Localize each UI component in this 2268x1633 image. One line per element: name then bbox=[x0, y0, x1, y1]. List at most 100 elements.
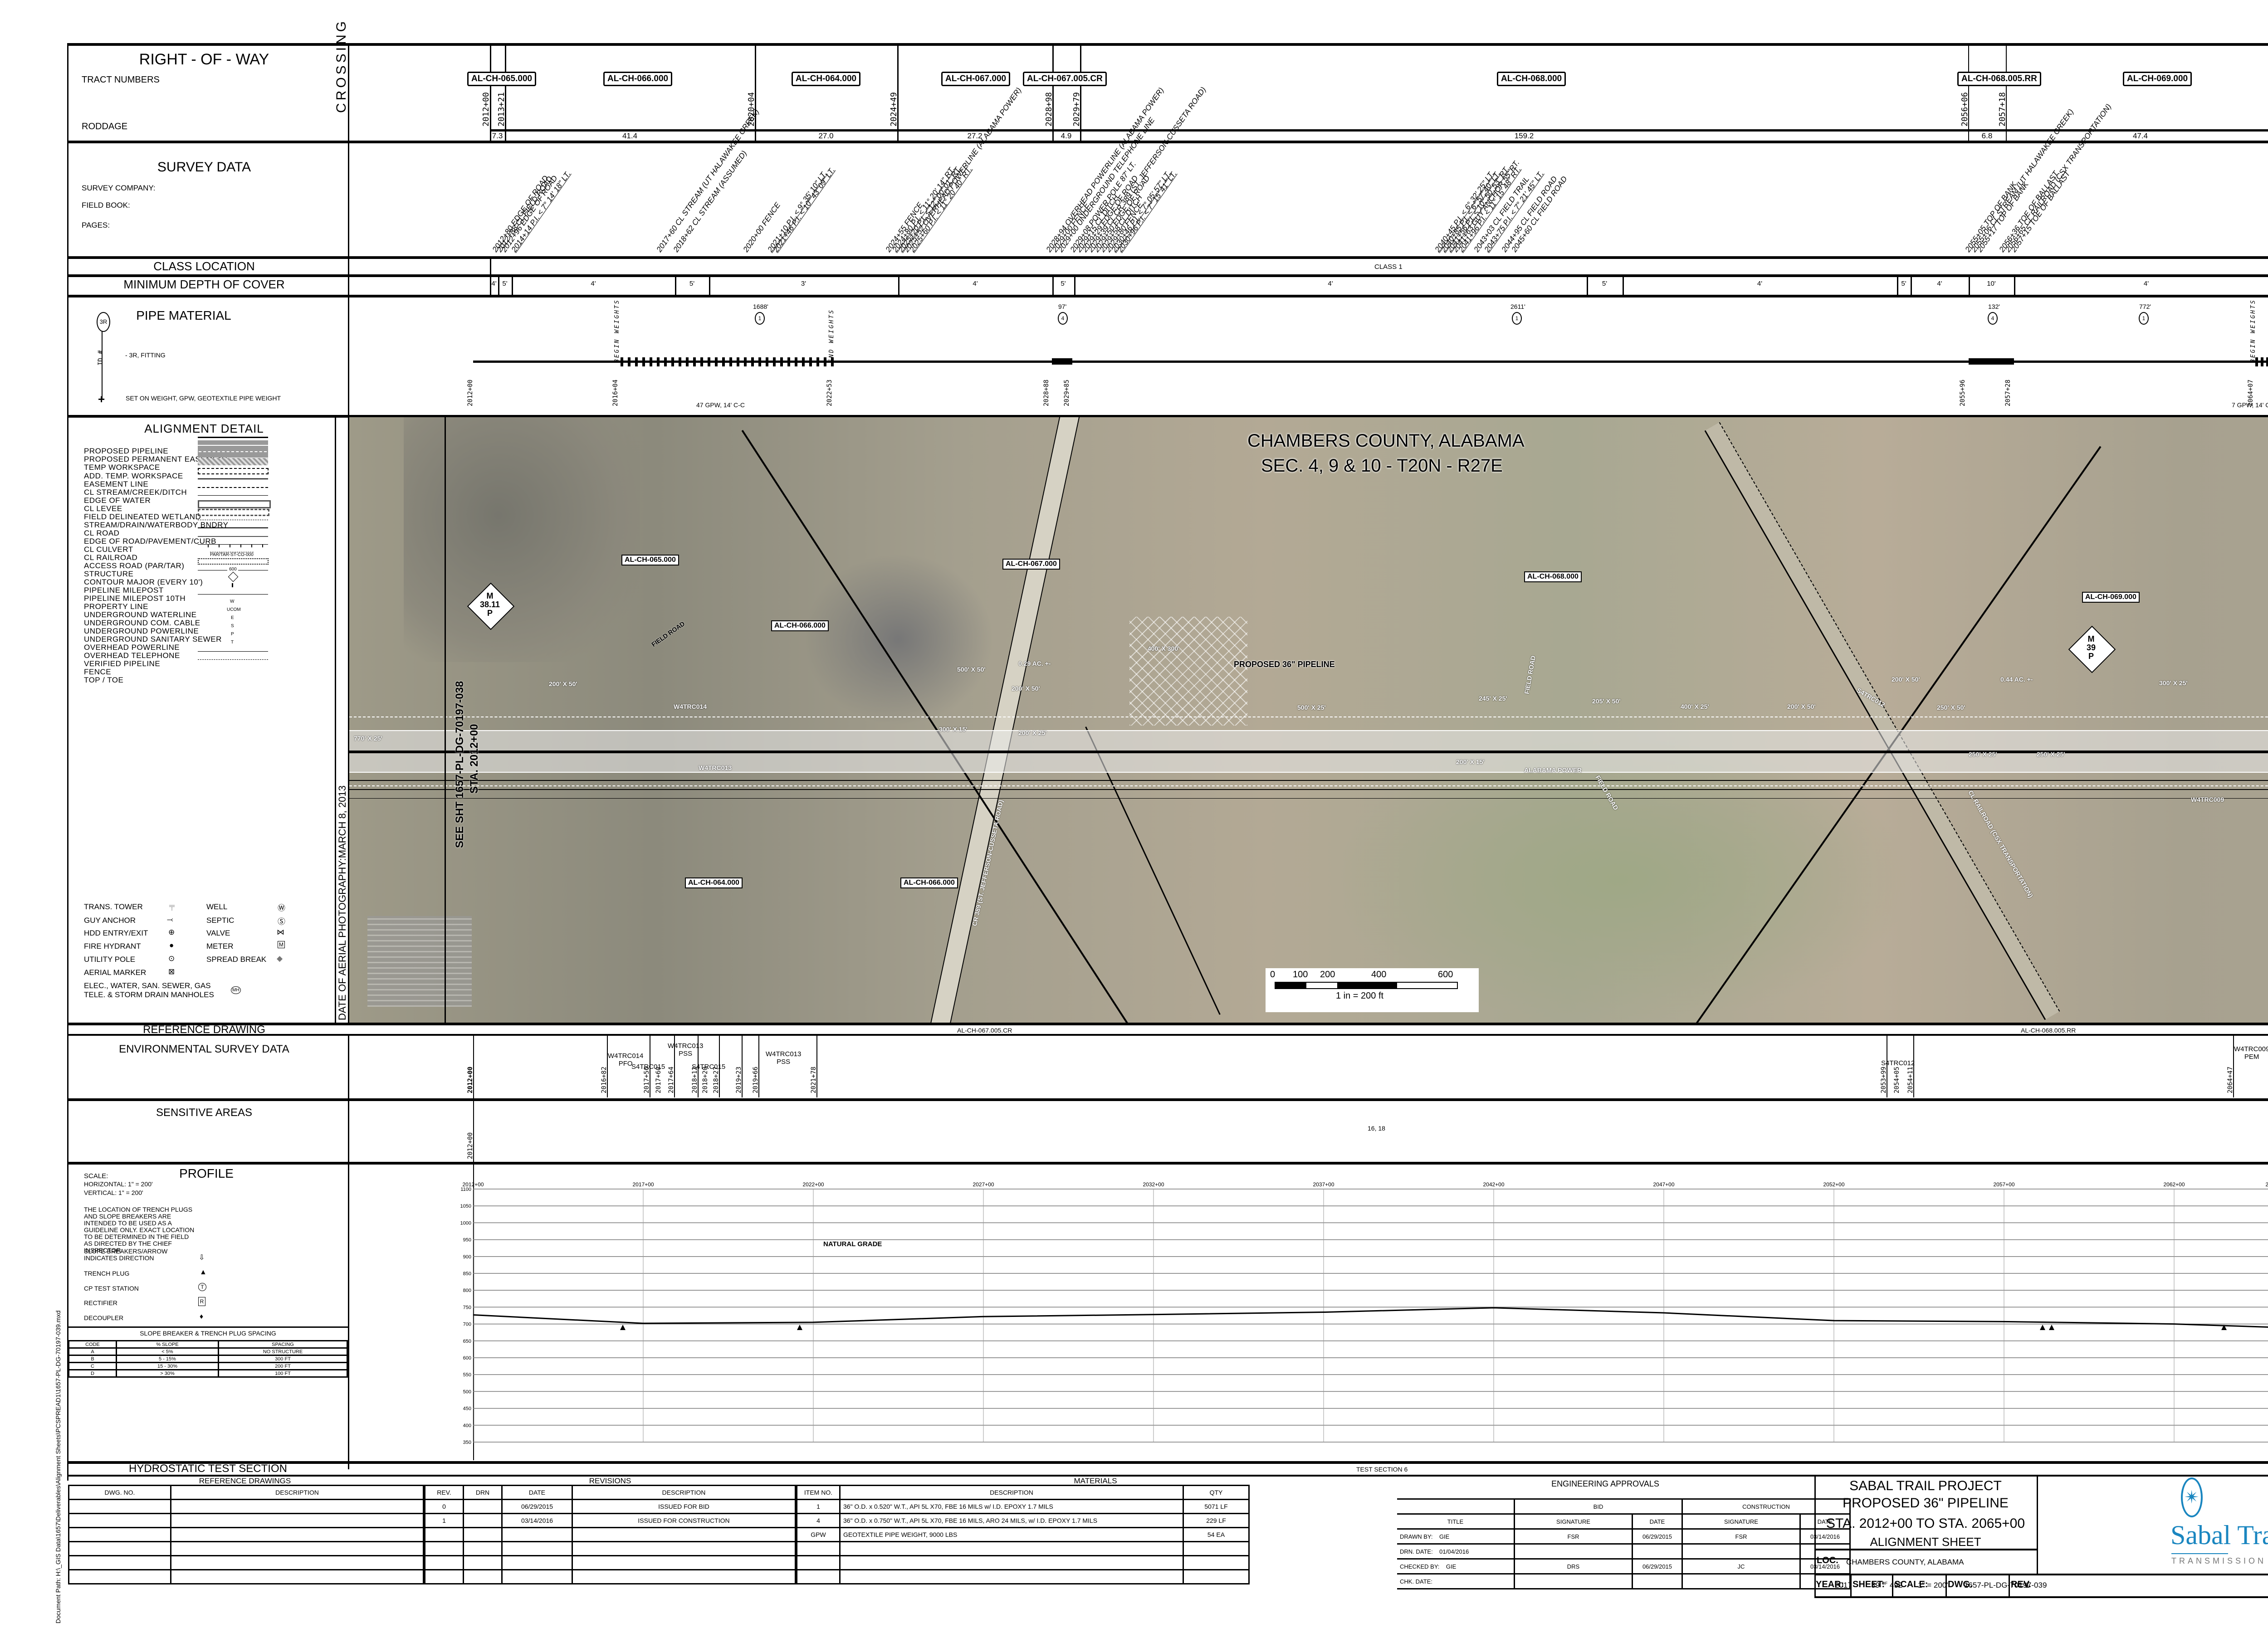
map-tract-label[interactable]: AL-CH-066.000 bbox=[771, 620, 829, 631]
map-tract-label[interactable]: AL-CH-068.000 bbox=[1524, 571, 1582, 582]
proposed-pipeline[interactable] bbox=[349, 751, 2268, 753]
depth-value: 5' bbox=[1602, 280, 1608, 288]
waterbody-sample bbox=[198, 509, 269, 516]
tract-start-station: 2012+00 bbox=[481, 92, 491, 127]
pipe-length: 132' bbox=[1988, 303, 2000, 310]
class-location-value: CLASS 1 bbox=[1374, 263, 1403, 271]
roddage-value: 7.3 bbox=[492, 132, 503, 140]
pages-label: PAGES: bbox=[82, 221, 110, 229]
dwg-number[interactable]: 1657-PL-DG-70197-039 bbox=[1964, 1581, 2047, 1589]
sheet-number: 39 OF 492 bbox=[1871, 1581, 1903, 1589]
access-road-sample: PAR/TAR-ST-CO-000 bbox=[210, 552, 254, 557]
workspace-label: 200' X 50' bbox=[1892, 676, 1920, 683]
tract-label[interactable]: AL-CH-066.000 bbox=[603, 72, 673, 86]
title-block-frame bbox=[1814, 1476, 2268, 1596]
stream-sample bbox=[198, 478, 268, 479]
valve-icon: ⋈ bbox=[277, 928, 284, 936]
env-feature[interactable]: S4TRC012 bbox=[1881, 1059, 1915, 1067]
pipe-station: 2028+88 bbox=[1043, 379, 1050, 406]
reference-drawings-table: DWG. NO.DESCRIPTION bbox=[68, 1485, 424, 1584]
map-tract-label[interactable]: AL-CH-067.000 bbox=[1002, 559, 1060, 570]
roddage-divider bbox=[490, 129, 2268, 132]
tract-label[interactable]: AL-CH-068.005.RR bbox=[1957, 72, 2041, 86]
workspace-label: 0.44 AC. +- bbox=[2000, 676, 2033, 683]
map-tract-label[interactable]: AL-CH-065.000 bbox=[621, 555, 679, 565]
env-feature[interactable]: S4TRC015 bbox=[631, 1063, 665, 1071]
tract-label[interactable]: AL-CH-064.000 bbox=[792, 72, 861, 86]
tract-label[interactable]: AL-CH-068.000 bbox=[1497, 72, 1566, 86]
heavy-wall-segment bbox=[1052, 358, 1072, 365]
profile-legend-label: RECTIFIER bbox=[84, 1299, 117, 1306]
tract-label[interactable]: AL-CH-067.000 bbox=[941, 72, 1011, 86]
depth-value: 3' bbox=[801, 280, 807, 288]
tract-start-station: 2024+49 bbox=[889, 92, 899, 127]
depth-value: 4' bbox=[1937, 280, 1942, 288]
legend-item: OVERHEAD TELEPHONE bbox=[84, 651, 180, 660]
depth-value: 5' bbox=[502, 280, 508, 288]
roddage-value: 27.0 bbox=[818, 132, 834, 140]
reference-drawing-left[interactable]: AL-CH-067.005.CR bbox=[957, 1027, 1012, 1034]
tract-label[interactable]: AL-CH-067.005.CR bbox=[1023, 72, 1107, 86]
legend-item: CL LEVEE bbox=[84, 504, 122, 513]
logo-underline bbox=[2171, 1553, 2228, 1554]
weights-hatch bbox=[621, 357, 836, 366]
workspace-label: 250' X 50' bbox=[1937, 704, 1965, 711]
field-book-label: FIELD BOOK: bbox=[82, 201, 130, 210]
project-title: SABAL TRAIL PROJECT bbox=[1849, 1478, 2002, 1493]
legend-item: CONTOUR MAJOR (EVERY 10') bbox=[84, 578, 203, 586]
map-tract-label[interactable]: AL-CH-064.000 bbox=[685, 877, 743, 888]
symbol-label: TRANS. TOWER bbox=[84, 902, 143, 911]
easement-sample bbox=[198, 440, 268, 445]
meter-icon: M bbox=[278, 941, 285, 948]
depth-value: 4' bbox=[591, 280, 596, 288]
tract-label[interactable]: AL-CH-069.000 bbox=[2123, 72, 2192, 86]
scale-tick: 600 bbox=[1438, 970, 1453, 980]
manholes-label: TELE. & STORM DRAIN MANHOLES bbox=[84, 990, 214, 999]
pipe-id-leader bbox=[102, 331, 103, 399]
symbol-label: WELL bbox=[206, 902, 228, 911]
divider bbox=[68, 141, 2268, 143]
env-feature[interactable]: S4TRC015 bbox=[692, 1063, 726, 1071]
fire-hydrant-icon: ● bbox=[169, 941, 174, 950]
legend-item: FENCE bbox=[84, 668, 112, 676]
powerline-sample: E bbox=[231, 615, 234, 620]
scale-value: 1" = 200' bbox=[1918, 1581, 1948, 1589]
aerial-map[interactable]: CHAMBERS COUNTY, ALABAMA SEC. 4, 9 & 10 … bbox=[349, 417, 2268, 1023]
map-tract-label[interactable]: AL-CH-066.000 bbox=[900, 877, 958, 888]
workspace-label: 770' X 25' bbox=[354, 735, 382, 742]
depth-value: 4' bbox=[491, 280, 497, 288]
svg-text:2065+00: 2065+00 bbox=[2265, 1181, 2268, 1188]
svg-text:1000: 1000 bbox=[460, 1220, 471, 1226]
legend-item: EDGE OF ROAD/PAVEMENT/CURB bbox=[84, 537, 216, 546]
symbol-label: VALVE bbox=[206, 929, 230, 937]
pipe-length: 2611' bbox=[1510, 303, 1525, 310]
match-line-left-label[interactable]: SEE SHT 1657-PL-DG-70197-038 bbox=[454, 681, 466, 848]
map-tract-label[interactable]: AL-CH-069.000 bbox=[2082, 592, 2140, 603]
hydrostatic-title: HYDROSTATIC TEST SECTION bbox=[129, 1462, 287, 1475]
roddage-label: RODDAGE bbox=[82, 122, 128, 132]
slope-breaker-icon: ⇩ bbox=[199, 1254, 205, 1262]
workspace-label: 200' X 50' bbox=[1787, 703, 1816, 710]
county-title: CHAMBERS COUNTY, ALABAMA bbox=[1247, 431, 1525, 451]
proposed-pipeline-sample bbox=[198, 437, 268, 438]
tract-label[interactable]: AL-CH-065.000 bbox=[467, 72, 537, 86]
sewer-sample: S bbox=[231, 624, 234, 629]
hydrostatic-value: TEST SECTION 6 bbox=[1356, 1466, 1408, 1473]
year-label: YEAR: bbox=[1816, 1579, 1844, 1589]
pipe-station: 2055+96 bbox=[1959, 379, 1966, 406]
workspace-label: 0.29 AC. +- bbox=[1018, 660, 1051, 667]
pipe-station: 2029+85 bbox=[1063, 379, 1070, 406]
tract-start-station: 2029+79 bbox=[1072, 92, 1081, 127]
legend-item: CL RAILROAD bbox=[84, 553, 138, 562]
reference-drawing-right[interactable]: AL-CH-068.005.RR bbox=[2021, 1027, 2076, 1034]
svg-text:900: 900 bbox=[463, 1254, 471, 1260]
overhead-tel-sample: T bbox=[231, 640, 234, 645]
scale-bar bbox=[1275, 982, 1458, 989]
profile-chart: 1100110010501050100010009509509009008508… bbox=[460, 1179, 2268, 1451]
symbol-label: FIRE HYDRANT bbox=[84, 942, 141, 951]
label-column-divider-lower bbox=[348, 1034, 349, 1469]
